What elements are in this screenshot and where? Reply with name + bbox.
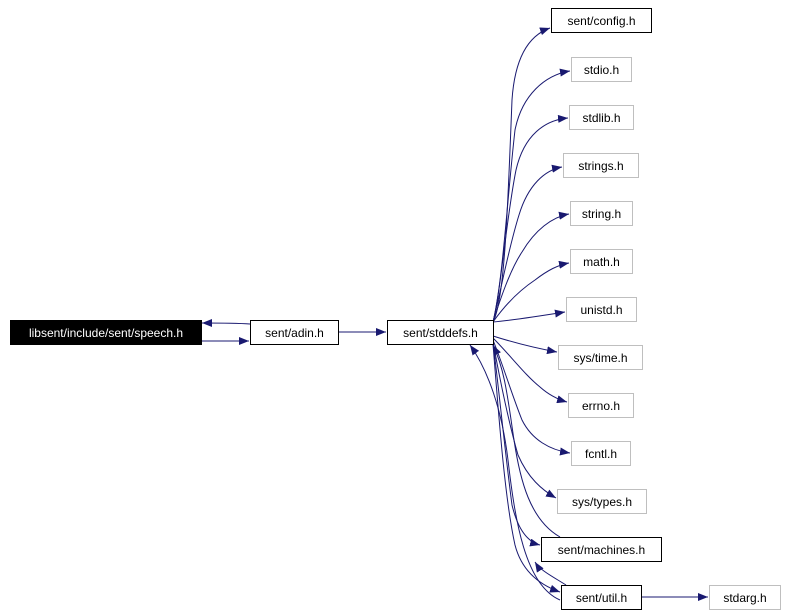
node-box-stddefs — [387, 320, 494, 345]
edge-stddefs-to-fcntl — [492, 339, 571, 456]
edge-stddefs-to-util — [492, 343, 561, 593]
node-box-util — [561, 585, 642, 610]
node-label-errno: errno.h — [582, 399, 620, 413]
node-label-machines: sent/machines.h — [558, 543, 645, 557]
edge-stddefs-to-string — [492, 211, 570, 323]
node-box-stdlib — [569, 105, 634, 130]
node-unistd: unistd.h — [566, 297, 637, 322]
node-box-speech — [10, 320, 202, 345]
edge-stddefs-to-systypes — [492, 341, 557, 499]
node-config[interactable]: sent/config.h — [551, 8, 652, 33]
node-label-fcntl: fcntl.h — [585, 447, 617, 461]
node-label-adin: sent/adin.h — [265, 326, 324, 340]
edge-util-to-stddefs — [469, 344, 561, 601]
node-string: string.h — [570, 201, 633, 226]
node-label-stdarg: stdarg.h — [723, 591, 766, 605]
node-label-strings: strings.h — [578, 159, 623, 173]
node-errno: errno.h — [568, 393, 634, 418]
node-box-stdarg — [709, 585, 781, 610]
node-box-strings — [563, 153, 639, 178]
node-stdlib: stdlib.h — [569, 105, 634, 130]
node-label-unistd: unistd.h — [580, 303, 622, 317]
node-label-stddefs: sent/stddefs.h — [403, 326, 478, 340]
node-label-speech: libsent/include/sent/speech.h — [29, 326, 183, 340]
edge-stddefs-to-math — [492, 260, 570, 323]
node-systypes: sys/types.h — [557, 489, 647, 514]
edge-adin-to-speech — [201, 319, 251, 328]
edge-machines-to-stddefs — [492, 344, 561, 538]
edge-stddefs-to-config — [492, 27, 551, 323]
node-machines[interactable]: sent/machines.h — [541, 537, 662, 562]
node-label-systime: sys/time.h — [573, 351, 627, 365]
node-systime: sys/time.h — [558, 345, 643, 370]
node-speech[interactable]: libsent/include/sent/speech.h — [10, 320, 202, 345]
node-box-systypes — [557, 489, 647, 514]
node-box-string — [570, 201, 633, 226]
node-box-fcntl — [571, 441, 631, 466]
node-stdarg: stdarg.h — [709, 585, 781, 610]
edge-stddefs-to-errno — [492, 337, 568, 404]
edge-stddefs-to-unistd — [492, 309, 566, 323]
node-label-string: string.h — [582, 207, 621, 221]
node-box-errno — [568, 393, 634, 418]
nodes-layer: libsent/include/sent/speech.h sent/adin.h… — [10, 8, 781, 610]
node-math: math.h — [570, 249, 633, 274]
node-stdio: stdio.h — [571, 57, 632, 82]
node-box-unistd — [566, 297, 637, 322]
node-box-adin — [250, 320, 339, 345]
node-util[interactable]: sent/util.h — [561, 585, 642, 610]
node-strings: strings.h — [563, 153, 639, 178]
edge-stddefs-to-strings — [492, 164, 563, 323]
node-adin[interactable]: sent/adin.h — [250, 320, 339, 345]
node-box-stdio — [571, 57, 632, 82]
node-fcntl: fcntl.h — [571, 441, 631, 466]
node-label-util: sent/util.h — [576, 591, 627, 605]
node-box-systime — [558, 345, 643, 370]
node-box-config — [551, 8, 652, 33]
node-box-math — [570, 249, 633, 274]
node-label-config: sent/config.h — [567, 14, 635, 28]
node-box-machines — [541, 537, 662, 562]
node-stddefs[interactable]: sent/stddefs.h — [387, 320, 494, 345]
node-label-stdio: stdio.h — [584, 63, 619, 77]
node-label-systypes: sys/types.h — [572, 495, 632, 509]
node-label-math: math.h — [583, 255, 620, 269]
edge-stddefs-to-machines — [492, 341, 541, 547]
node-label-stdlib: stdlib.h — [582, 111, 620, 125]
edge-util-to-machines — [534, 561, 567, 586]
edge-stddefs-to-stdlib — [492, 114, 569, 323]
edge-stddefs-to-stdio — [492, 68, 571, 323]
edge-stddefs-to-systime — [492, 335, 558, 355]
edges-layer — [200, 27, 708, 601]
